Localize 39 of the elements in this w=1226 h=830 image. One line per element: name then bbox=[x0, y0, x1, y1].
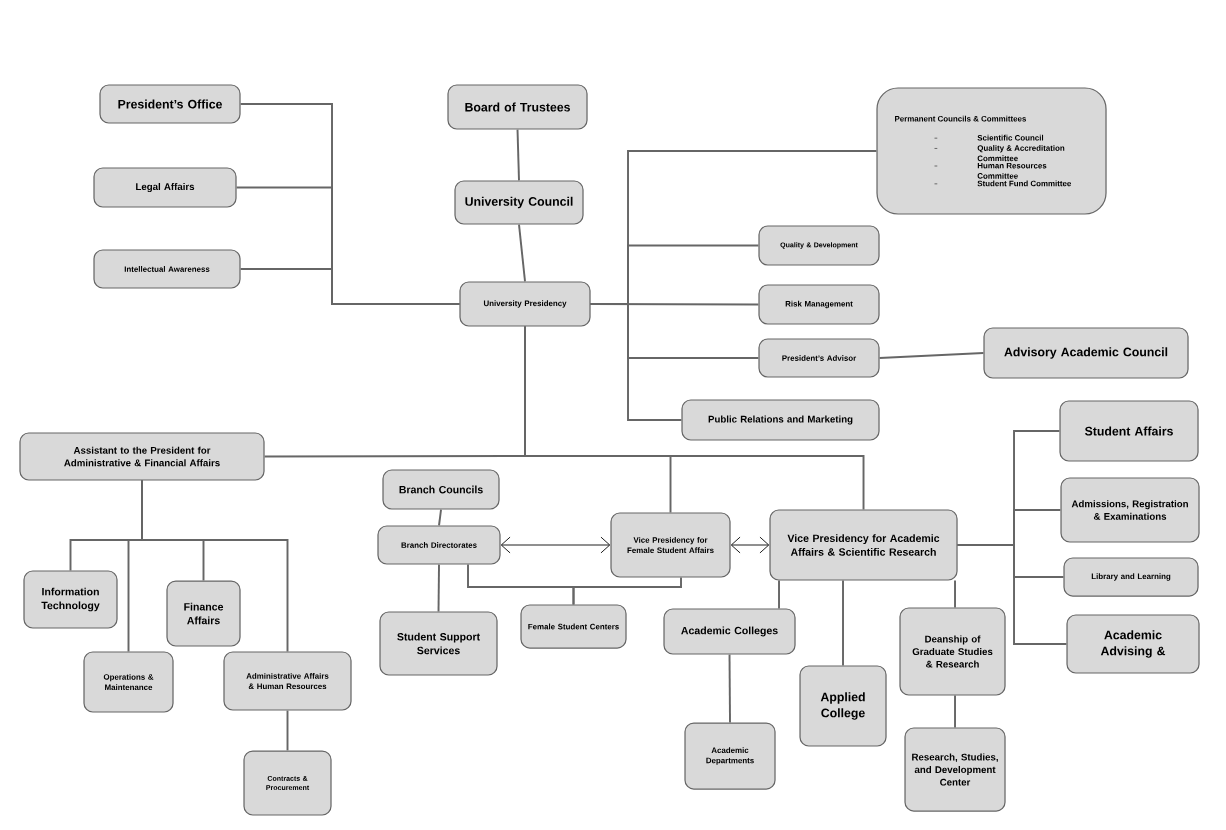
org-box: Academic Advising & bbox=[1066, 614, 1200, 674]
connector-line bbox=[524, 325, 865, 511]
org-box: Student Affairs bbox=[1059, 400, 1199, 462]
connector-line bbox=[286, 709, 289, 752]
connector-line bbox=[239, 268, 461, 305]
org-box: Research, Studies, and Development Center bbox=[904, 727, 1006, 812]
org-box: Academic Colleges bbox=[663, 608, 796, 655]
connector-line bbox=[954, 694, 956, 729]
connector-line bbox=[728, 653, 731, 724]
connector-line bbox=[572, 576, 682, 606]
org-box bbox=[876, 87, 1107, 215]
org-box: Advisory Academic Council bbox=[983, 327, 1189, 379]
org-box: Legal Affairs bbox=[93, 167, 237, 208]
org-box: Vice Presidency for Academic Affairs & Scientific Research bbox=[769, 509, 958, 581]
connector-line bbox=[516, 128, 520, 182]
connector-line bbox=[730, 536, 770, 554]
org-box: Finance Affairs bbox=[166, 580, 241, 647]
connector-line bbox=[518, 223, 526, 283]
connector-line bbox=[878, 352, 985, 359]
connector-line bbox=[500, 536, 611, 554]
connector-line bbox=[589, 303, 683, 421]
org-box: Deanship of Graduate Studies & Research bbox=[899, 607, 1006, 696]
connector-line bbox=[842, 579, 844, 667]
org-box: University Council bbox=[454, 180, 584, 225]
connector-line bbox=[954, 579, 956, 609]
org-box: Student Support Services bbox=[379, 611, 498, 676]
connector-line bbox=[778, 579, 780, 610]
org-box: Applied College bbox=[799, 665, 887, 747]
org-box: Public Relations and Marketing bbox=[681, 399, 880, 441]
org-box: Board of Trustees bbox=[447, 84, 588, 130]
connector-line bbox=[956, 544, 1068, 645]
org-box: Branch Councils bbox=[382, 469, 500, 510]
connector-line bbox=[438, 508, 442, 527]
org-box: Information Technology bbox=[23, 570, 118, 629]
connector-line bbox=[437, 563, 440, 613]
org-box: Admissions, Registration & Examinations bbox=[1060, 477, 1200, 543]
connector-line bbox=[141, 479, 289, 653]
org-box: President’s Office bbox=[99, 84, 241, 124]
org-box: Assistant to the President for Administrative & Financial Affairs bbox=[19, 432, 265, 481]
